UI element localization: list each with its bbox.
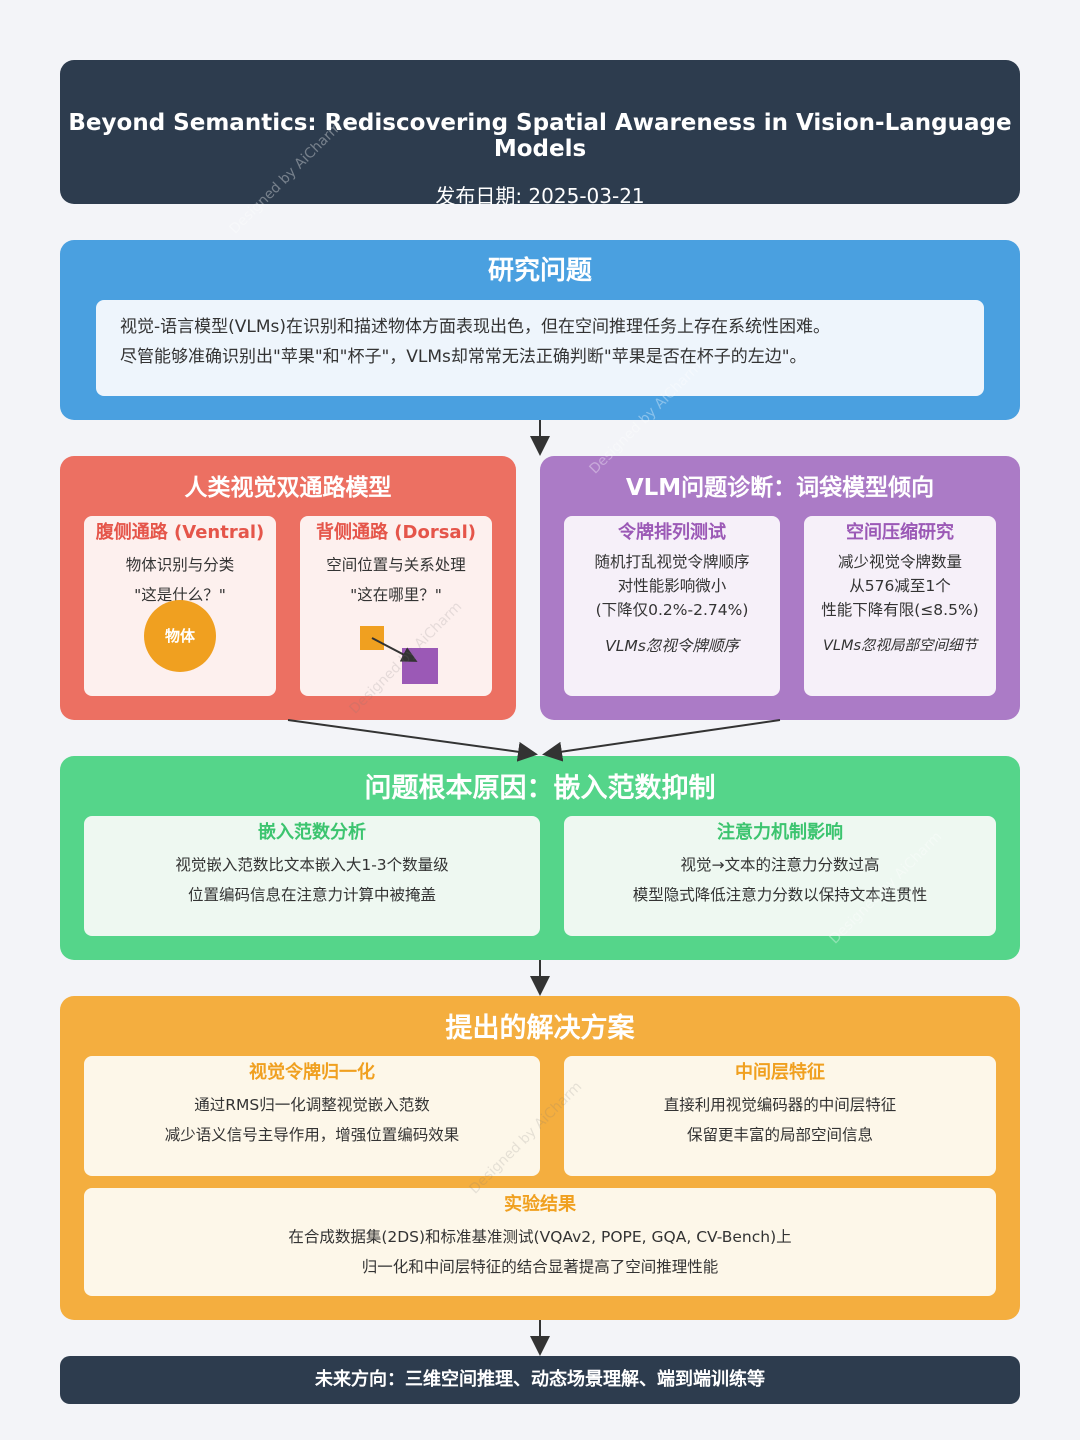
token-shuffle-card: 令牌排列测试 随机打乱视觉令牌顺序 对性能影响微小 (下降仅0.2%-2.74%… [564,516,780,696]
embedding-norm-line-2: 位置编码信息在注意力计算中被掩盖 [187,886,436,904]
spatial-compress-line-2: 从576减至1个 [849,577,951,595]
token-shuffle-title: 令牌排列测试 [618,522,726,543]
ventral-title: 腹侧通路 (Ventral) [95,522,265,543]
human-vision-panel: 人类视觉双通路模型 腹侧通路 (Ventral) 物体识别与分类 "这是什么？"… [60,456,516,720]
results-line-2: 归一化和中间层特征的结合显著提高了空间推理性能 [361,1258,719,1276]
publish-date: 发布日期: 2025-03-21 [435,184,645,208]
object-circle: 物体 [144,600,216,672]
ventral-desc: 物体识别与分类 [125,556,235,574]
token-normalize-line-1: 通过RMS归一化调整视觉嵌入范数 [194,1096,430,1114]
arrow-vlm-to-root [542,719,781,762]
header-panel: Beyond Semantics: Rediscovering Spatial … [60,60,1020,208]
token-normalize-line-2: 减少语义信号主导作用，增强位置编码效果 [164,1126,460,1144]
solution-panel: 提出的解决方案 视觉令牌归一化 通过RMS归一化调整视觉嵌入范数 减少语义信号主… [60,996,1020,1320]
token-shuffle-note: VLMs忽视令牌顺序 [605,637,739,655]
research-problem-panel: 研究问题 视觉-语言模型(VLMs)在识别和描述物体方面表现出色，但在空间推理任… [60,240,1020,420]
dorsal-title: 背侧通路 (Dorsal) [316,522,476,543]
token-normalize-card: 视觉令牌归一化 通过RMS归一化调整视觉嵌入范数 减少语义信号主导作用，增强位置… [84,1056,540,1176]
spatial-compress-card: 空间压缩研究 减少视觉令牌数量 从576减至1个 性能下降有限(≤8.5%) V… [804,516,996,696]
token-shuffle-line-3: (下降仅0.2%-2.74%) [595,601,749,619]
research-problem-box: 视觉-语言模型(VLMs)在识别和描述物体方面表现出色，但在空间推理任务上存在系… [96,300,984,396]
ventral-quote: "这是什么？" [134,586,226,604]
embedding-norm-title: 嵌入范数分析 [258,822,366,843]
embedding-norm-line-1: 视觉嵌入范数比文本嵌入大1-3个数量级 [175,856,449,874]
spatial-relation-icon [360,626,438,684]
middle-layer-title: 中间层特征 [735,1062,825,1083]
research-problem-line-2: 尽管能够准确识别出"苹果"和"杯子"，VLMs却常常无法正确判断"苹果是否在杯子… [120,347,807,367]
results-card: 实验结果 在合成数据集(2DS)和标准基准测试(VQAv2, POPE, GQA… [84,1188,996,1296]
results-title: 实验结果 [504,1194,576,1215]
token-shuffle-line-2: 对性能影响微小 [617,577,727,595]
vlm-diagnosis-panel: VLM问题诊断：词袋模型倾向 令牌排列测试 随机打乱视觉令牌顺序 对性能影响微小… [540,456,1020,720]
middle-layer-line-1: 直接利用视觉编码器的中间层特征 [663,1096,897,1114]
research-problem-title: 研究问题 [487,256,592,286]
attention-line-2: 模型隐式降低注意力分数以保持文本连贯性 [632,886,928,904]
spatial-compress-title: 空间压缩研究 [846,522,954,543]
token-shuffle-line-1: 随机打乱视觉令牌顺序 [594,553,750,571]
paper-title: Beyond Semantics: Rediscovering Spatial … [68,110,1012,162]
spatial-compress-note: VLMs忽视局部空间细节 [822,638,978,654]
human-vision-title: 人类视觉双通路模型 [184,475,392,501]
spatial-compress-line-1: 减少视觉令牌数量 [837,553,962,571]
future-direction-bar: 未来方向：三维空间推理、动态场景理解、端到端训练等 [60,1356,1020,1404]
arrow-human-to-root [287,719,538,762]
spatial-compress-line-3: 性能下降有限(≤8.5%) [821,601,979,619]
middle-layer-line-2: 保留更丰富的局部空间信息 [686,1126,873,1144]
results-line-1: 在合成数据集(2DS)和标准基准测试(VQAv2, POPE, GQA, CV-… [288,1228,792,1246]
dorsal-card: 背侧通路 (Dorsal) 空间位置与关系处理 "这在哪里？" [300,516,492,696]
attention-line-1: 视觉→文本的注意力分数过高 [680,856,880,874]
root-cause-title: 问题根本原因：嵌入范数抑制 [364,773,716,804]
vlm-diagnosis-title: VLM问题诊断：词袋模型倾向 [625,475,935,501]
dorsal-desc: 空间位置与关系处理 [326,556,466,574]
embedding-norm-card: 嵌入范数分析 视觉嵌入范数比文本嵌入大1-3个数量级 位置编码信息在注意力计算中… [84,816,540,936]
token-normalize-title: 视觉令牌归一化 [249,1062,375,1083]
root-cause-panel: 问题根本原因：嵌入范数抑制 嵌入范数分析 视觉嵌入范数比文本嵌入大1-3个数量级… [60,756,1020,960]
attention-title: 注意力机制影响 [717,822,843,843]
dorsal-quote: "这在哪里？" [350,586,442,604]
object-label: 物体 [164,627,195,645]
attention-card: 注意力机制影响 视觉→文本的注意力分数过高 模型隐式降低注意力分数以保持文本连贯… [564,816,996,936]
solution-title: 提出的解决方案 [445,1013,635,1044]
research-problem-line-1: 视觉-语言模型(VLMs)在识别和描述物体方面表现出色，但在空间推理任务上存在系… [120,317,831,337]
future-direction-text: 未来方向：三维空间推理、动态场景理解、端到端训练等 [315,1369,765,1390]
ventral-card: 腹侧通路 (Ventral) 物体识别与分类 "这是什么？" 物体 [84,516,276,696]
middle-layer-card: 中间层特征 直接利用视觉编码器的中间层特征 保留更丰富的局部空间信息 [564,1056,996,1176]
